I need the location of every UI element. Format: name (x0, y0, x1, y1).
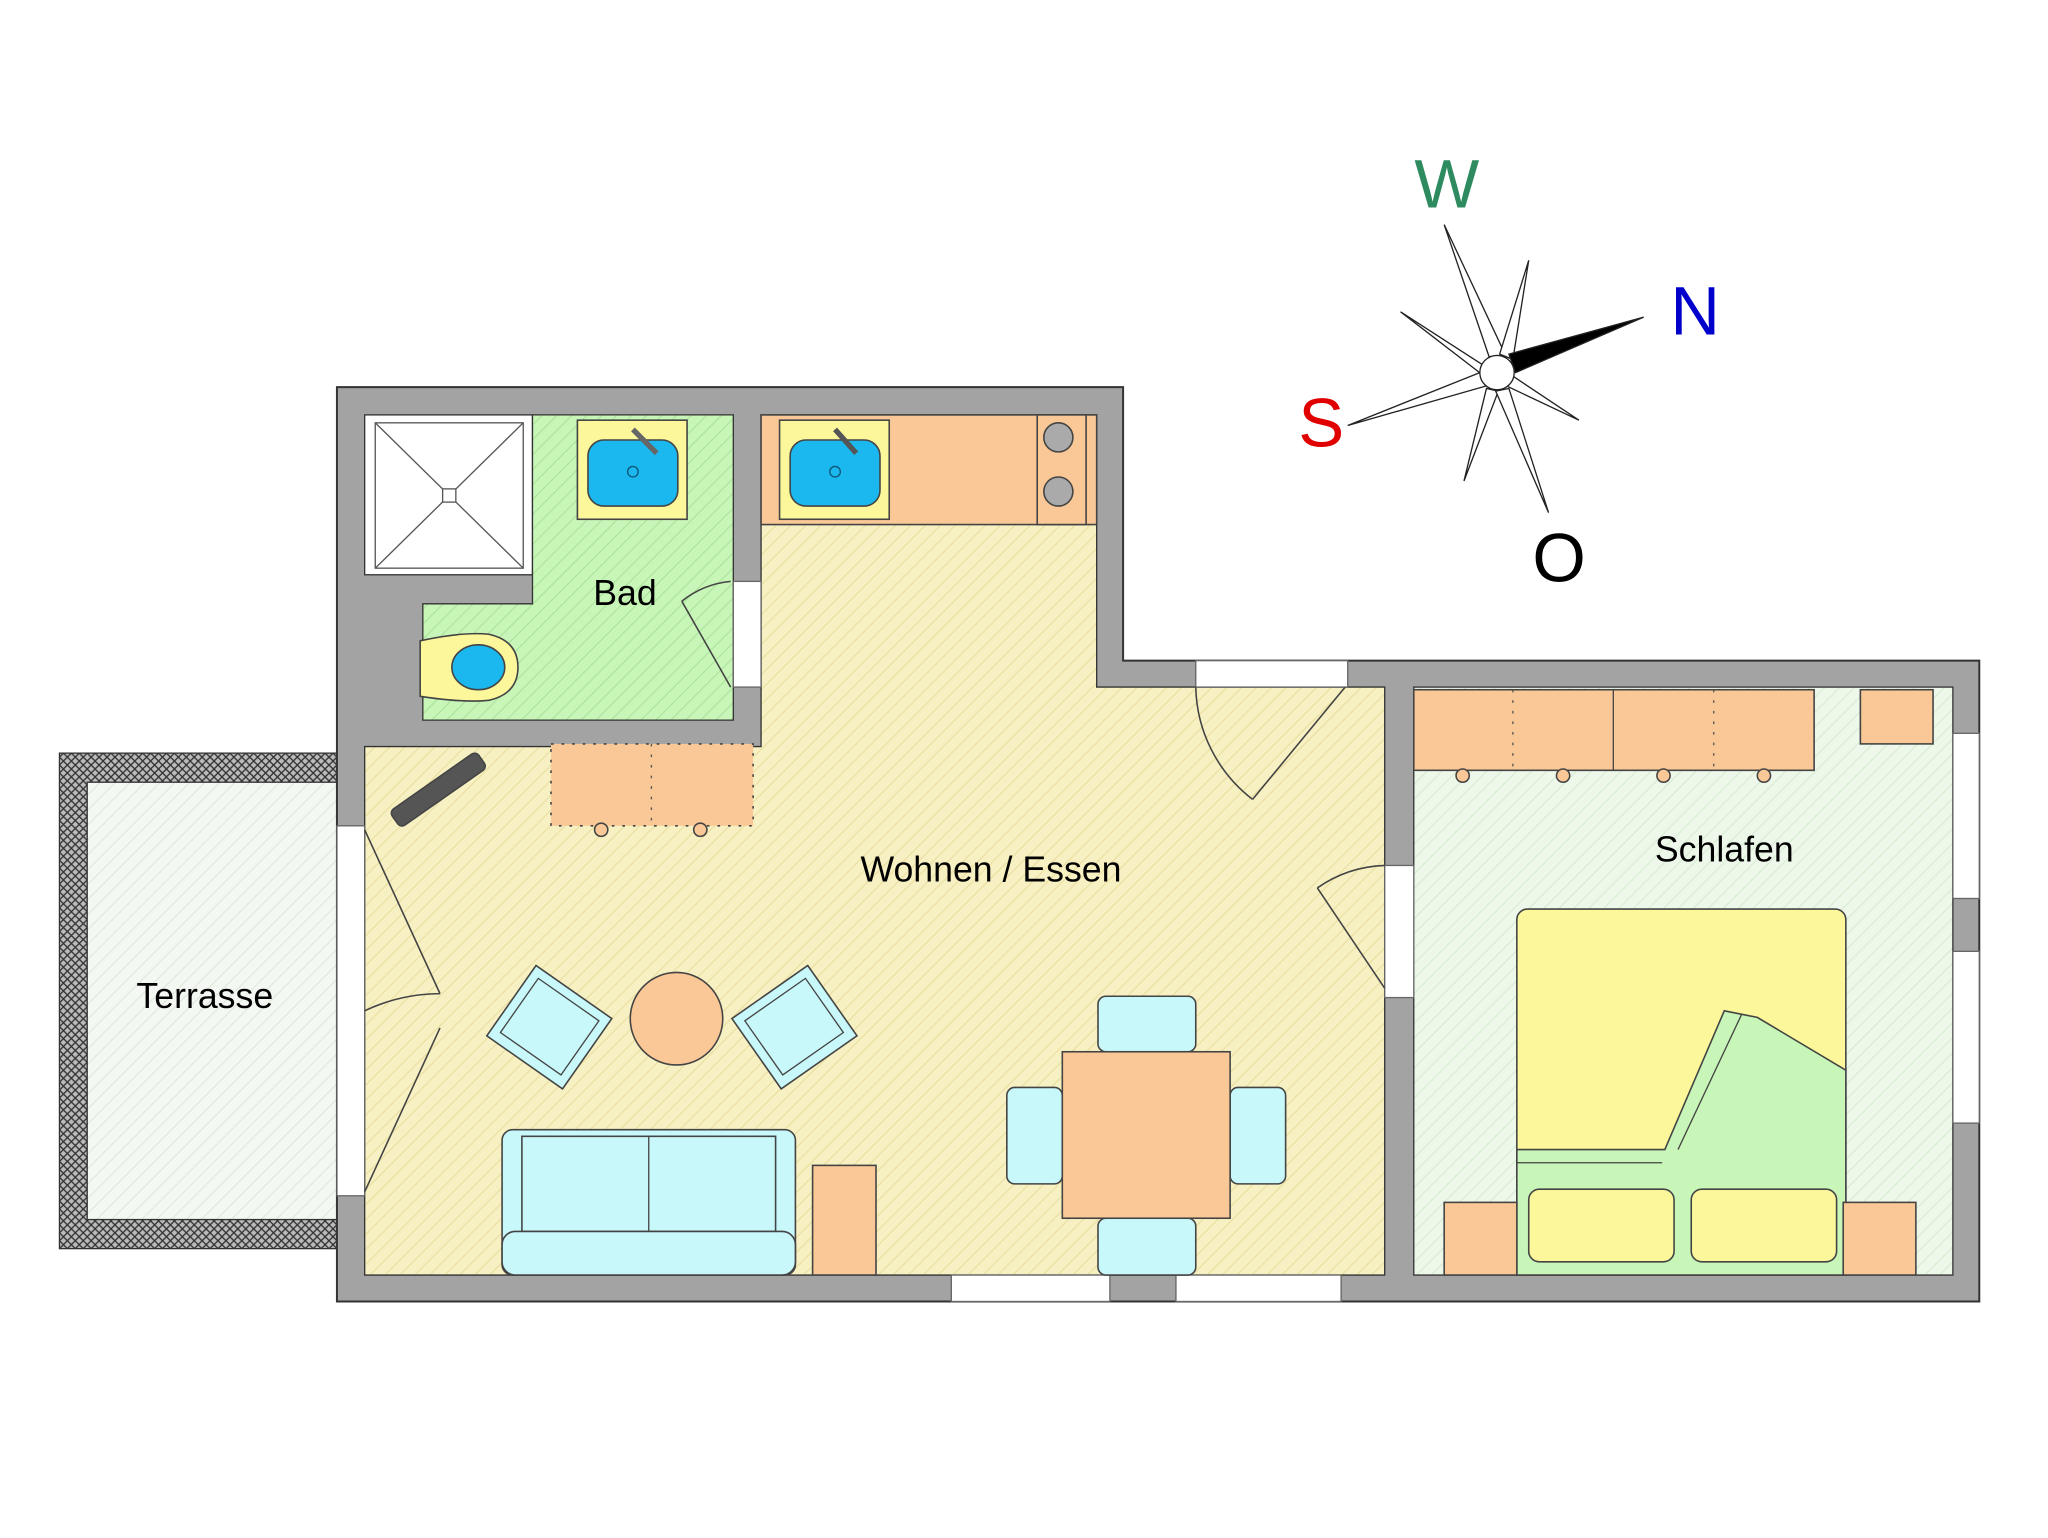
label-bath: Bad (593, 573, 656, 613)
bath-sink (576, 419, 688, 521)
sideboard (550, 743, 754, 838)
label-living: Wohnen / Essen (860, 849, 1121, 889)
kitchen-counter (760, 414, 1098, 526)
compass-north: N (1670, 272, 1720, 349)
label-terrace: Terrasse (136, 976, 273, 1016)
tv (390, 752, 486, 827)
dining-set (1006, 995, 1287, 1276)
compass-east: O (1532, 519, 1585, 596)
compass-rose-icon (1347, 224, 1644, 513)
wardrobe (1412, 688, 1815, 784)
bed (1516, 908, 1847, 1276)
small-box (1859, 688, 1934, 745)
nightstand-right (1842, 1201, 1917, 1276)
sofa (501, 1128, 797, 1276)
armchair-right (730, 964, 859, 1090)
hob-icon (1043, 422, 1074, 453)
toilet (419, 632, 519, 702)
doors (363, 580, 1386, 1193)
side-cabinet (811, 1164, 877, 1276)
shower-drain (374, 422, 524, 569)
compass-south: S (1298, 385, 1344, 462)
compass-west: W (1414, 145, 1479, 222)
coffee-table (629, 971, 724, 1066)
terrace (58, 752, 338, 1250)
armchair-left (485, 964, 613, 1090)
label-bedroom: Schlafen (1655, 829, 1794, 869)
nightstand-left (1443, 1201, 1518, 1276)
